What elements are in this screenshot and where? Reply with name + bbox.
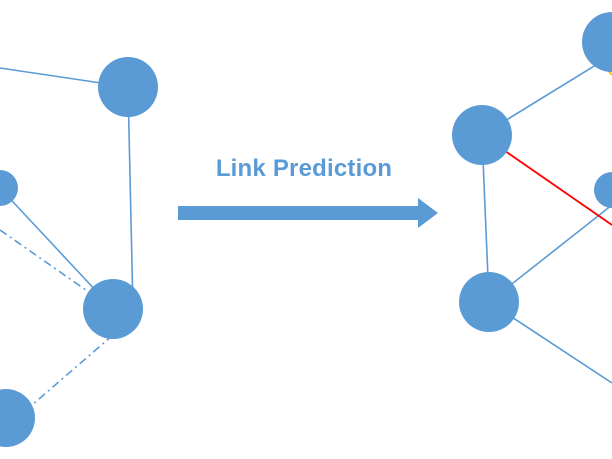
node [0, 170, 18, 206]
arrow-right-icon [178, 198, 438, 228]
node [98, 57, 158, 117]
link-prediction-label: Link Prediction [215, 155, 393, 182]
node [0, 389, 35, 447]
node [594, 172, 612, 208]
node [582, 12, 612, 72]
node [459, 272, 519, 332]
graph-after [452, 12, 612, 384]
node [83, 279, 143, 339]
edge [127, 86, 134, 310]
arrow-head [418, 198, 438, 228]
edge-dashdot [16, 334, 114, 419]
arrow-shaft [178, 206, 420, 220]
graph-before [0, 57, 158, 447]
node [452, 105, 512, 165]
